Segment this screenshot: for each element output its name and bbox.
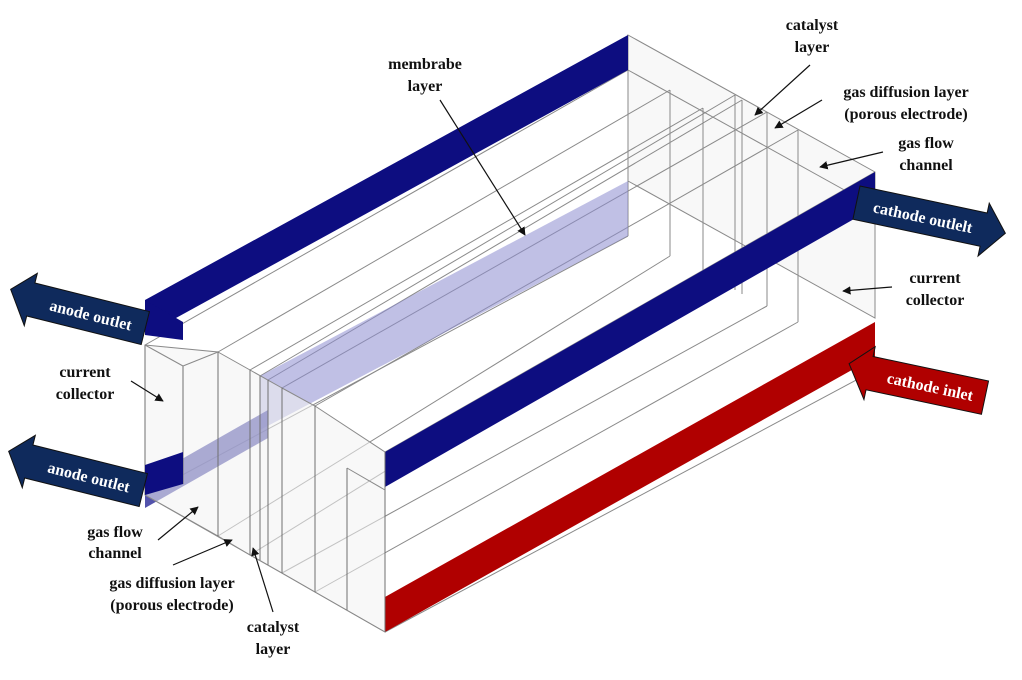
label-line: catalyst bbox=[247, 619, 300, 636]
front-face bbox=[144, 344, 386, 633]
label-line: gas diffusion layer bbox=[109, 575, 234, 592]
label-line: gas flow bbox=[87, 524, 143, 541]
label-line: (porous electrode) bbox=[110, 597, 233, 614]
label-line: current bbox=[59, 364, 111, 381]
anode-outlet-arrow-bottom: anode outlet bbox=[8, 434, 149, 508]
label-current-collector-left: current collector bbox=[56, 364, 115, 403]
label-line: layer bbox=[795, 39, 830, 56]
label-line: membrabe bbox=[388, 56, 462, 73]
label-line: (porous electrode) bbox=[844, 106, 967, 123]
label-catalyst-bottom: catalyst layer bbox=[247, 619, 300, 658]
label-line: collector bbox=[56, 386, 115, 403]
arrow-right-icon bbox=[852, 185, 1006, 258]
arrow-left-icon bbox=[848, 345, 990, 415]
label-line: current bbox=[909, 270, 961, 287]
label-line: channel bbox=[88, 545, 142, 562]
label-gfc-bottom: gas flow channel bbox=[87, 524, 143, 562]
back-face bbox=[627, 34, 876, 322]
cathode-current-collector-top-bar bbox=[385, 172, 875, 487]
label-membrane: membrabe layer bbox=[388, 56, 462, 95]
arrow-left-icon bbox=[8, 434, 149, 508]
anode-outlet-arrow-top: anode outlet bbox=[10, 272, 151, 346]
label-line: layer bbox=[256, 641, 291, 658]
cathode-inlet-arrow: cathode inlet bbox=[848, 345, 990, 415]
label-line: channel bbox=[899, 157, 953, 174]
label-line: gas diffusion layer bbox=[843, 84, 968, 101]
anode-bar-bottom-front bbox=[145, 452, 183, 495]
cathode-inlet-bar bbox=[385, 322, 875, 632]
label-line: gas flow bbox=[898, 135, 954, 152]
membrane-layer bbox=[260, 181, 628, 430]
label-line: collector bbox=[906, 292, 965, 309]
label-pointers bbox=[130, 64, 893, 613]
label-gdl-top: gas diffusion layer (porous electrode) bbox=[843, 84, 968, 123]
label-line: layer bbox=[408, 78, 443, 95]
label-gdl-bottom: gas diffusion layer (porous electrode) bbox=[109, 575, 234, 614]
label-gfc-top: gas flow channel bbox=[898, 135, 954, 174]
anode-bar-front bbox=[145, 300, 183, 340]
label-catalyst-top: catalyst layer bbox=[786, 17, 839, 56]
label-current-collector-right: current collector bbox=[906, 270, 965, 309]
label-line: catalyst bbox=[786, 17, 839, 34]
arrow-left-icon bbox=[10, 272, 151, 346]
anode-current-collector-top-bar bbox=[145, 35, 628, 335]
